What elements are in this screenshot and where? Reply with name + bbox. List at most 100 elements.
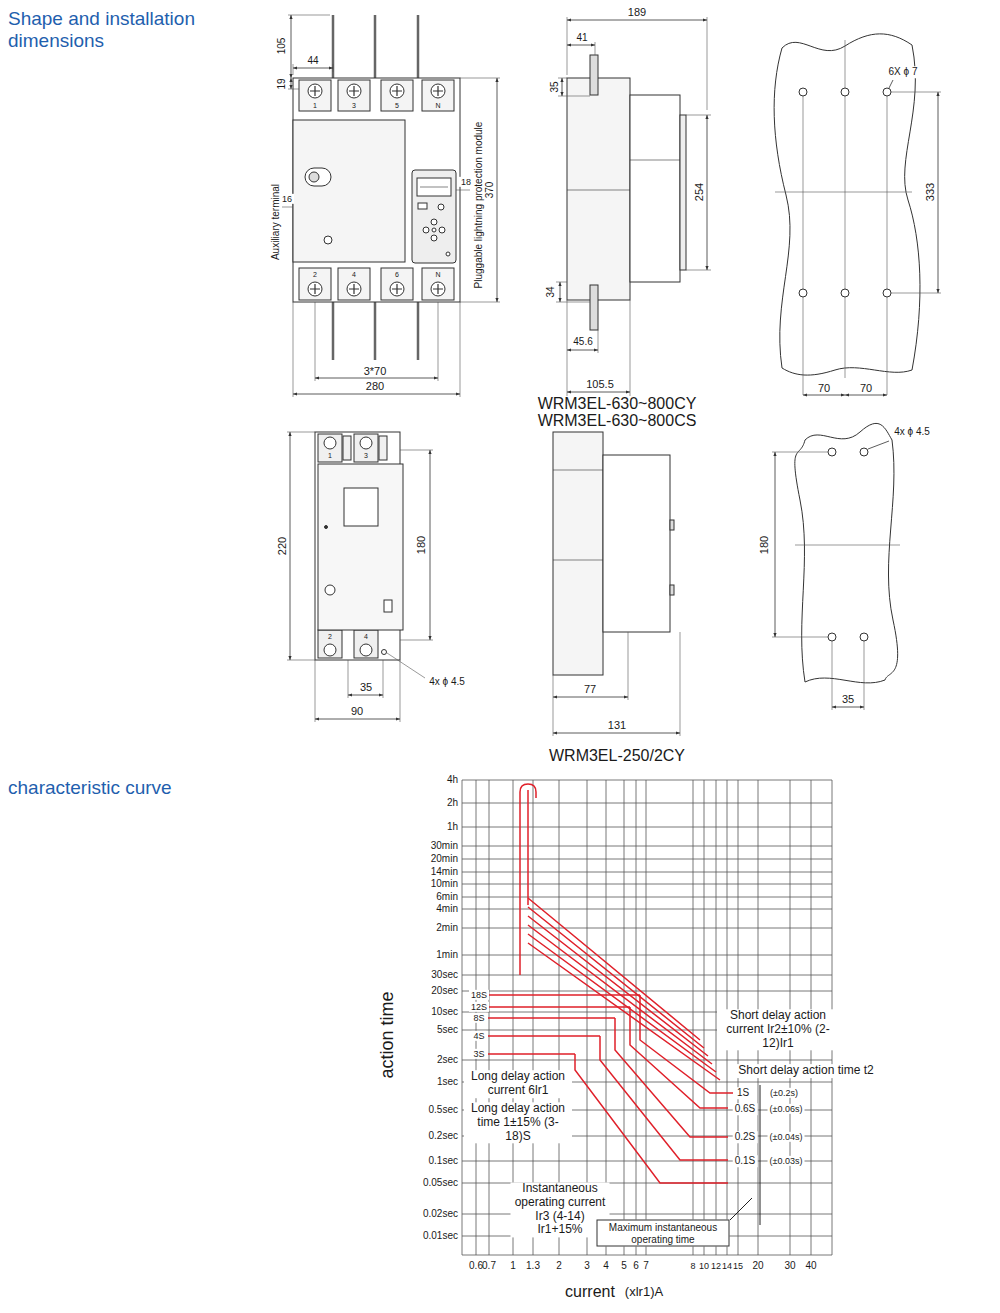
axis-tick-label: 3 [584, 1260, 590, 1272]
curve-annotation: 18S [469, 990, 489, 1000]
dimension-label: 280 [366, 380, 384, 393]
dimension-lines [287, 432, 433, 722]
axis-tick-label: 0.7 [482, 1260, 496, 1272]
dimension-label: 70 [818, 382, 830, 395]
axis-tick-label: 2 [556, 1260, 562, 1272]
dimension-label: 3 [364, 452, 368, 460]
axis-tick-label: 12 [711, 1261, 721, 1271]
dimension-label: 4x ϕ 4.5 [894, 426, 930, 438]
axis-tick-label: 4 [603, 1260, 609, 1272]
dimension-lines [556, 17, 711, 396]
axis-tick-label: 10 [699, 1261, 709, 1271]
dimension-arrows [775, 452, 864, 707]
dimension-label: 70 [860, 382, 872, 395]
curve-annotation: (±0.2s) [768, 1088, 800, 1098]
axis-tick-label: 1h [447, 821, 458, 833]
dimension-label: 44 [307, 55, 318, 67]
curve-annotation: 1S [735, 1087, 751, 1099]
axis-tick-label: 14 [722, 1261, 732, 1271]
curve-annotation: 0.6S [733, 1103, 758, 1115]
dimension-label: N [435, 271, 440, 279]
model-caption: WRM3EL-630~800CY [538, 395, 697, 413]
dimension-label: 333 [924, 183, 937, 201]
dimension-arrows [560, 20, 707, 392]
axis-tick-label: 30sec [431, 969, 458, 981]
curve-annotation: (±0.04s) [768, 1132, 805, 1142]
axis-tick-label: 15 [733, 1261, 743, 1271]
axis-title: current [565, 1283, 615, 1301]
dimension-label: 254 [693, 183, 706, 201]
dimension-label: 4x ϕ 4.5 [429, 676, 465, 688]
mounting-plate-250 [772, 423, 900, 710]
axis-tick-label: 30 [784, 1260, 795, 1272]
dimension-label: 77 [584, 683, 596, 696]
axis-tick-label: 0.5sec [429, 1104, 458, 1116]
dimension-lines [553, 632, 680, 736]
model-caption: WRM3EL-630~800CS [538, 412, 697, 430]
curve-annotation: Short delay action current Ir2±10% (2-12… [717, 1009, 839, 1050]
curve-annotation: 0.2S [733, 1131, 758, 1143]
axis-tick-label: 0.05sec [423, 1177, 458, 1189]
dimension-label: 370 [484, 182, 496, 199]
curve-annotation: (±0.06s) [768, 1104, 805, 1114]
axis-tick-label: 1sec [437, 1076, 458, 1088]
axis-tick-label: 20sec [431, 985, 458, 997]
dimension-label: 19 [276, 78, 288, 89]
curve-annotation: 8S [471, 1013, 486, 1023]
dimension-label: 18 [459, 177, 473, 187]
dimension-label: 2 [328, 633, 332, 641]
curve-annotation: Long delay action time 1±15% (3-18)S [464, 1102, 572, 1143]
dimension-label: 180 [415, 536, 428, 554]
dimension-arrows [553, 697, 680, 733]
breaker-front-250 [315, 432, 403, 660]
curve-annotation: (±0.03s) [768, 1156, 805, 1166]
dimension-label: 4 [352, 271, 356, 279]
dimension-label: 5 [395, 102, 399, 110]
dimension-label: 35 [549, 81, 561, 92]
curve-annotation: 12S [469, 1002, 489, 1012]
axis-tick-label: 6min [436, 891, 458, 903]
axis-tick-label: 0.02sec [423, 1208, 458, 1220]
axis-tick-label: 5 [621, 1260, 627, 1272]
dimension-lines [282, 15, 500, 397]
axis-tick-label: 6 [633, 1260, 639, 1272]
dimension-label: 180 [758, 536, 771, 554]
axis-tick-label: 20min [431, 853, 458, 865]
axis-tick-label: 5sec [437, 1024, 458, 1036]
axis-tick-label: 20 [752, 1260, 763, 1272]
dimension-arrows [803, 92, 938, 395]
axis-tick-label: 14min [431, 866, 458, 878]
curve-annotation: Long delay action current 6lr1 [464, 1070, 572, 1098]
axis-tick-label: 1 [510, 1260, 516, 1272]
dimension-label: 131 [608, 719, 626, 732]
dimension-label: N [435, 102, 440, 110]
axis-tick-label: 30min [431, 840, 458, 852]
dimension-label: 6X ϕ 7 [887, 66, 920, 78]
axis-tick-label: 10sec [431, 1006, 458, 1018]
axis-tick-label: 40 [805, 1260, 816, 1272]
curve-annotation: 0.1S [733, 1155, 758, 1167]
curve-annotation: Maximum instantaneous operating time [597, 1220, 730, 1247]
axis-tick-label: 0.2sec [429, 1130, 458, 1142]
curve-annotation: Instantaneous operating current Ir3 (4-1… [511, 1182, 610, 1237]
dimension-label: 16 [280, 194, 294, 204]
curve-annotation: 3S [471, 1049, 486, 1059]
axis-tick-label: 4min [436, 903, 458, 915]
dimension-label: 3 [352, 102, 356, 110]
axis-tick-label: 4h [447, 774, 458, 786]
dimension-label: 105.5 [586, 378, 614, 391]
model-caption: WRM3EL-250/2CY [549, 747, 685, 765]
dimension-label: 1 [328, 452, 332, 460]
axis-tick-label: 1min [436, 949, 458, 961]
axis-tick-label: 2min [436, 922, 458, 934]
dimension-label: 45.6 [573, 336, 592, 348]
axis-title: action time [377, 991, 398, 1078]
axis-tick-label: 1.3 [526, 1260, 540, 1272]
axis-title: (xlr1)A [625, 1285, 663, 1300]
axis-tick-label: 0.6 [469, 1260, 483, 1272]
axis-tick-label: 2h [447, 797, 458, 809]
dimension-label: 189 [628, 6, 646, 19]
section-title: Shape and installation dimensions [8, 8, 238, 52]
